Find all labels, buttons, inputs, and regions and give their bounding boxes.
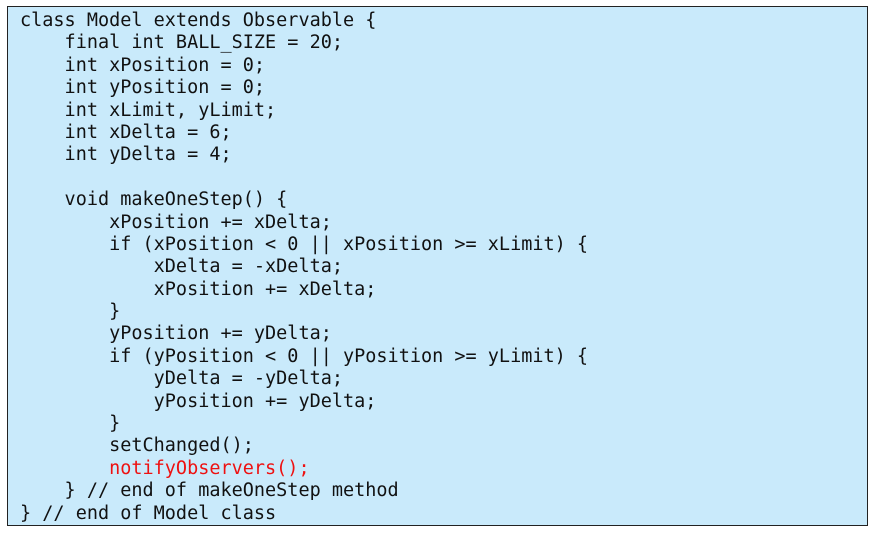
code-line: int yDelta = 4; <box>20 144 232 166</box>
code-line: } // end of makeOneStep method <box>20 480 399 502</box>
code-line: if (xPosition < 0 || xPosition >= xLimit… <box>20 233 589 255</box>
code-line: int xPosition = 0; <box>20 54 266 76</box>
code-line: int yPosition = 0; <box>20 77 266 99</box>
code-line: xPosition += xDelta; <box>20 278 377 300</box>
code-line: } <box>20 413 121 435</box>
code-line: yPosition += yDelta; <box>20 390 377 412</box>
code-line: notifyObservers(); <box>20 457 310 479</box>
code-line: int xDelta = 6; <box>20 121 232 143</box>
code-line: if (yPosition < 0 || yPosition >= yLimit… <box>20 345 589 367</box>
code-line <box>20 167 867 189</box>
code-line: int xLimit, yLimit; <box>20 99 277 121</box>
code-line: setChanged(); <box>20 435 254 457</box>
code-panel: class Model extends Observable { final i… <box>7 6 868 526</box>
code-line: } <box>20 301 121 323</box>
code-line: xDelta = -xDelta; <box>20 256 344 278</box>
code-line: yDelta = -yDelta; <box>20 368 344 390</box>
code-line: yPosition += yDelta; <box>20 323 332 345</box>
code-line: class Model extends Observable { <box>20 10 377 31</box>
code-line: void makeOneStep() { <box>20 189 288 211</box>
code-line: } // end of Model class <box>20 502 277 524</box>
code-body: class Model extends Observable { final i… <box>20 10 867 525</box>
code-line: xPosition += xDelta; <box>20 211 332 233</box>
code-line: final int BALL_SIZE = 20; <box>20 32 344 54</box>
